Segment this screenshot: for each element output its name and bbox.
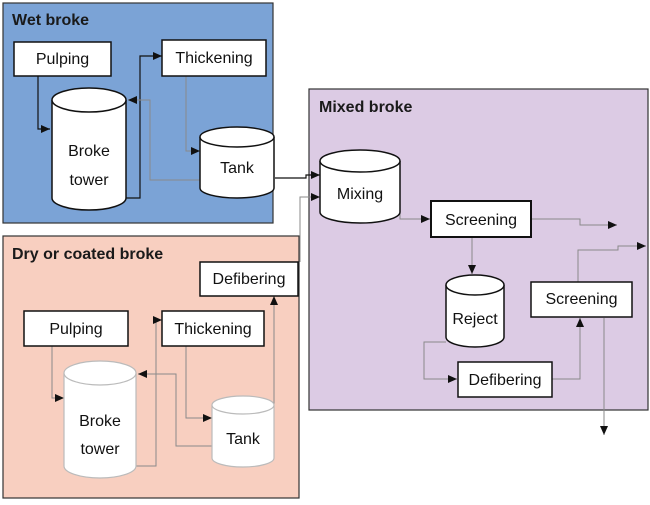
svg-text:Thickening: Thickening [174,321,251,338]
reject-cylinder: Reject [445,274,505,348]
mixing-cylinder: Mixing [319,149,401,224]
connector-wet-pulping-to-tower [37,76,50,133]
connector-wet-tower-to-thickening [126,52,162,199]
connector-reject-to-defibering [423,341,457,383]
svg-text:Tank: Tank [226,431,261,448]
dry-defibering-box: Defibering [199,261,299,297]
connector-wet-thickening-to-tank [185,76,200,155]
connector-wet-tank-to-mixing [275,171,320,179]
svg-text:Thickening: Thickening [175,50,252,67]
wet-broke-title: Wet broke [12,12,89,29]
dry-pulping-box: Pulping [23,310,129,347]
svg-text:Defibering: Defibering [213,271,286,288]
connector-dry-defibering-to-mixing [299,193,320,262]
svg-text:tower: tower [80,441,120,458]
wet-broke-tower-cylinder: Broke tower [51,87,127,211]
screening-box-1: Screening [430,200,532,238]
wet-pulping-box: Pulping [13,41,112,77]
wet-tank-cylinder: Tank [199,126,275,199]
svg-text:Tank: Tank [220,160,255,177]
svg-text:Pulping: Pulping [49,321,102,338]
connector-screening-output [531,218,617,229]
screening-box-2: Screening [530,281,633,318]
svg-text:Broke: Broke [79,413,121,430]
mixed-broke-title: Mixed broke [319,99,412,116]
connector-screening2-output [577,242,646,282]
connector-dry-thickening-to-tank [185,346,212,422]
dry-tank-cylinder: Tank [211,395,275,468]
svg-text:Broke: Broke [68,143,110,160]
connector-wet-tank-to-tower [128,96,200,181]
dry-broke-tower-cylinder: Broke tower [63,360,137,479]
svg-text:Pulping: Pulping [36,51,89,68]
svg-text:Mixing: Mixing [337,186,383,203]
svg-text:tower: tower [69,172,109,189]
mixed-defibering-box: Defibering [457,361,553,398]
connector-defibering-to-screening [552,318,584,380]
svg-text:Defibering: Defibering [469,372,542,389]
connector-dry-pulping-to-tower [51,346,64,402]
svg-text:Reject: Reject [452,311,498,328]
dry-thickening-box: Thickening [161,310,265,347]
svg-text:Screening: Screening [545,291,617,308]
dry-broke-title: Dry or coated broke [12,246,163,263]
connector-dry-tower-to-thickening [136,316,162,467]
connector-dry-tank-to-tower [138,370,212,447]
wet-thickening-box: Thickening [161,39,267,77]
svg-text:Screening: Screening [445,212,517,229]
